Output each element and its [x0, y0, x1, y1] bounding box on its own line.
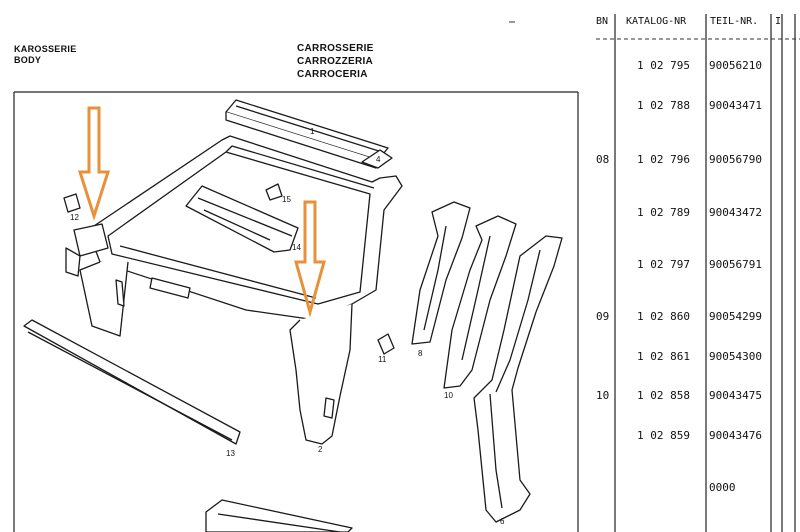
callout-6: 6 [500, 517, 505, 526]
bn-cell: 08 [596, 153, 610, 166]
teil-cell: 90054299 [709, 310, 762, 323]
annotation-arrows [77, 106, 326, 318]
part-11-bracket [377, 333, 395, 355]
callout-4: 4 [376, 155, 381, 164]
col-header-teil: TEIL-NR. [710, 16, 759, 27]
section-title-de-en: KAROSSERIE BODY [14, 44, 77, 66]
callout-10: 10 [444, 391, 453, 400]
callout-13: 13 [226, 449, 235, 458]
teil-cell: 90043472 [709, 206, 762, 219]
bn-cell: 10 [596, 389, 610, 402]
katalog-cell: 1 02 858 [637, 389, 690, 402]
part-13-sill-strip [23, 319, 241, 445]
part-12-bracket [63, 193, 81, 213]
col-header-bn: BN [596, 16, 609, 27]
teil-cell: 90056791 [709, 258, 762, 271]
katalog-cell: 1 02 795 [637, 59, 690, 72]
title-carrosserie: CARROSSERIE [297, 43, 374, 54]
part-10-pillar [443, 215, 517, 389]
teil-cell: 0000 [709, 481, 736, 494]
katalog-cell: 1 02 796 [637, 153, 690, 166]
teil-cell: 90056790 [709, 153, 762, 166]
part-windscreen-frame [65, 135, 403, 445]
bn-cell: 09 [596, 310, 610, 323]
katalog-cell: 1 02 860 [637, 310, 690, 323]
title-carroceria: CARROCERIA [297, 69, 368, 80]
teil-cell: 90056210 [709, 59, 762, 72]
katalog-cell: 1 02 788 [637, 99, 690, 112]
callout-labels: 1 2 4 6 8 10 11 12 13 14 15 [70, 127, 505, 526]
katalog-cell: 1 02 861 [637, 350, 690, 363]
katalog-cell: 1 02 797 [637, 258, 690, 271]
title-karosserie: KAROSSERIE [14, 44, 77, 54]
callout-2: 2 [318, 445, 323, 454]
callout-11: 11 [378, 355, 387, 364]
part-15-clip [265, 183, 283, 201]
part-14-cowl-panel [185, 185, 299, 253]
teil-cell: 90043476 [709, 429, 762, 442]
part-bottom-rail [205, 499, 353, 532]
part-4-bracket [361, 149, 393, 169]
title-carrozzeria: CARROZZERIA [297, 56, 374, 67]
section-title-fr-it-es: CARROSSERIE CARROZZERIA CARROCERIA [297, 42, 374, 81]
callout-15: 15 [282, 195, 291, 204]
callout-14: 14 [292, 243, 301, 252]
callout-8: 8 [418, 349, 423, 358]
annotation-arrow-right [294, 200, 326, 318]
part-6-door-pillar [473, 235, 563, 523]
katalog-cell: 1 02 859 [637, 429, 690, 442]
title-body: BODY [14, 55, 42, 65]
annotation-arrow-left [77, 106, 111, 221]
part-8-pillar [411, 201, 471, 345]
callout-1: 1 [310, 127, 315, 136]
col-header-katalog: KATALOG-NR [626, 16, 687, 27]
callout-12: 12 [70, 213, 79, 222]
katalog-cell: 1 02 789 [637, 206, 690, 219]
teil-cell: 90054300 [709, 350, 762, 363]
teil-cell: 90043471 [709, 99, 762, 112]
teil-cell: 90043475 [709, 389, 762, 402]
col-header-i: I [775, 16, 782, 27]
